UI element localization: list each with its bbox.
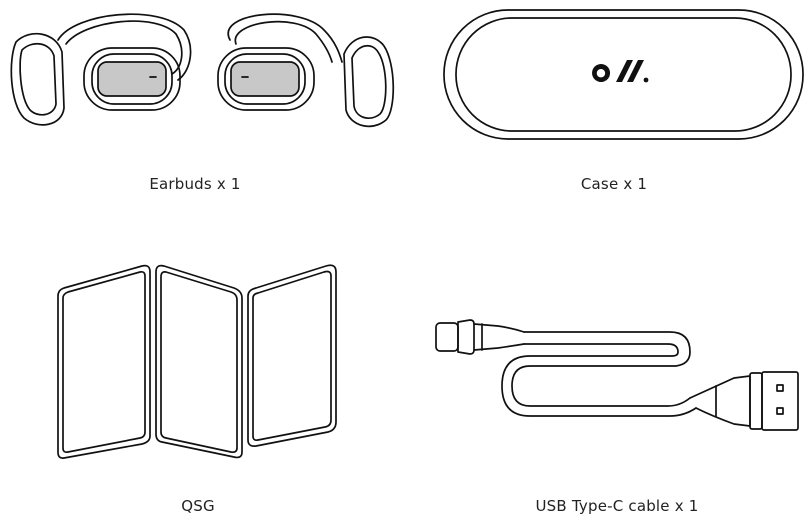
right-earbud-panel (230, 61, 300, 97)
qsg-illustration (57, 264, 337, 459)
usb-c-plug (435, 319, 525, 355)
qsg-label: QSG (181, 497, 215, 515)
usb-a-contact-bottom (776, 407, 784, 415)
case-label: Case x 1 (580, 175, 648, 193)
earbuds-label: Earbuds x 1 (149, 175, 241, 193)
earbuds-illustration (10, 13, 395, 128)
left-earbud (10, 13, 192, 126)
usb-a-contact-top (776, 384, 784, 392)
left-earbud-panel (97, 61, 167, 97)
qsg-panel-left (57, 264, 151, 459)
case-illustration (443, 9, 804, 140)
right-earbud (217, 13, 395, 128)
usb-c-cable-illustration (435, 319, 799, 431)
qsg-panel-middle (155, 264, 243, 459)
usb-a-plug (689, 371, 799, 431)
qsg-panel-right (247, 264, 337, 447)
usb-c-cable-label: USB Type-C cable x 1 (535, 497, 699, 515)
case-logo (592, 60, 649, 83)
